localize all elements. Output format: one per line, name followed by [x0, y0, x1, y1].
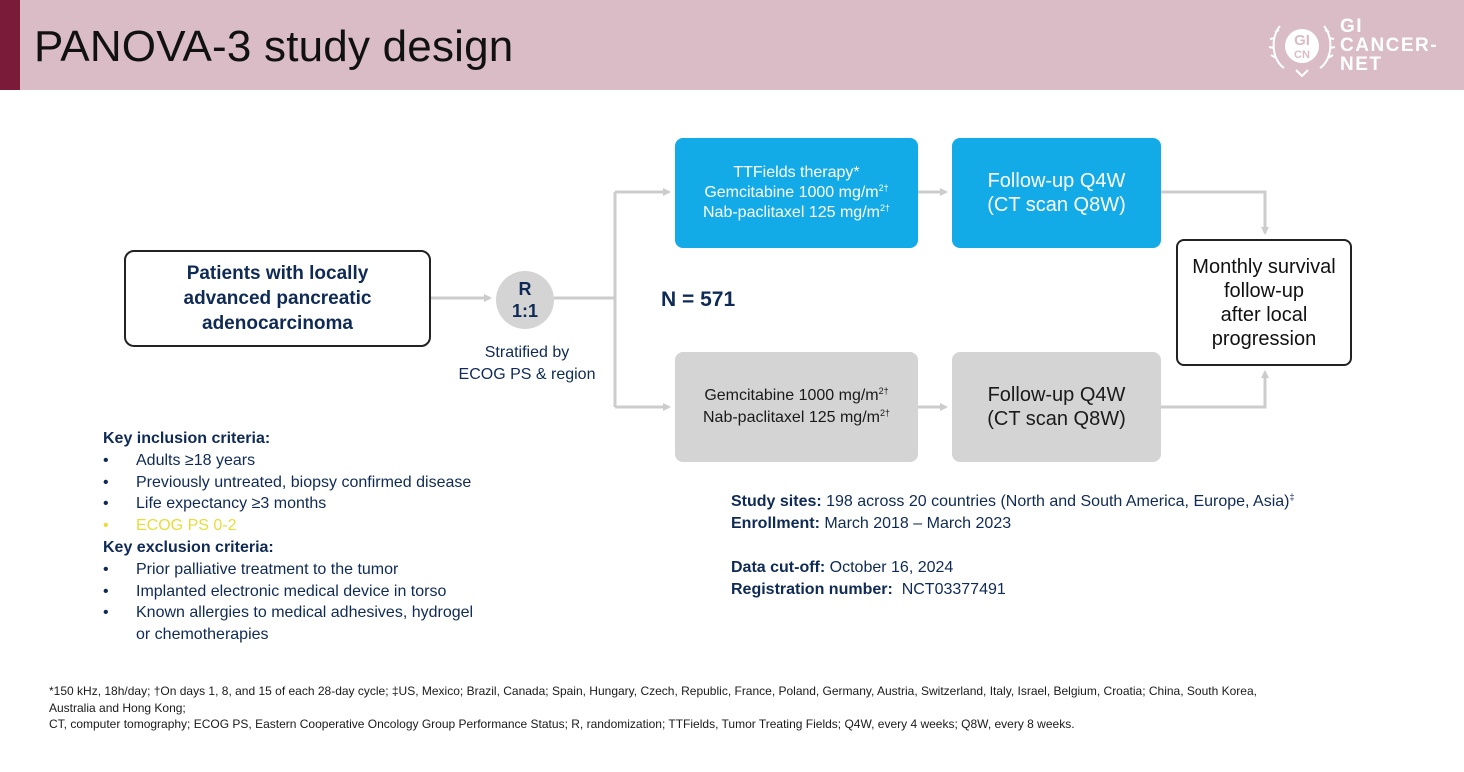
logo-line-3: NET: [1340, 54, 1383, 75]
arm1-gemcitabine-text: Gemcitabine 1000 mg/m: [704, 184, 879, 201]
inclusion-item: • Life expectancy ≥3 months: [103, 493, 543, 515]
footnote-line: Australia and Hong Kong;: [49, 700, 186, 715]
arm1-nab-paclitaxel-text: Nab-paclitaxel 125 mg/m: [703, 204, 880, 221]
exclusion-text: Known allergies to medical adhesives, hy…: [136, 604, 474, 622]
data-cutoff-value: October 16, 2024: [825, 559, 954, 576]
footnote-marker: 2†: [878, 183, 889, 193]
logo-emblem-disc: [1285, 29, 1319, 63]
study-sites-row: Study sites: 198 across 20 countries (No…: [731, 491, 1295, 513]
header-accent-strip: [0, 0, 20, 90]
stratification-line: ECOG PS & region: [458, 366, 596, 383]
logo-wordmark: GI CANCER- NET: [1340, 17, 1438, 74]
randomization-r: R: [518, 279, 532, 299]
survival-line: follow-up: [1223, 279, 1305, 302]
arm1-treatment-box: TTFields therapy* Gemcitabine 1000 mg/m2…: [675, 138, 918, 248]
survival-line: progression: [1211, 327, 1317, 350]
footnotes: *150 kHz, 18h/day; †On days 1, 8, and 15…: [49, 683, 1463, 733]
exclusion-item-continuation: or chemotherapies: [103, 624, 543, 646]
data-cutoff-label: Data cut-off:: [731, 559, 826, 576]
header-bar: PANOVA-3 study design: [0, 0, 1464, 90]
stratification-line: Stratified by: [484, 344, 570, 361]
arm2-treatment-line: Gemcitabine 1000 mg/m2†: [704, 385, 888, 407]
spacer: [731, 535, 1295, 557]
patients-box: Patients with locally advanced pancreati…: [124, 250, 431, 347]
logo-line-2: CANCER-: [1340, 35, 1439, 56]
registration-label: Registration number:: [731, 581, 893, 598]
arm2-gemcitabine-text: Gemcitabine 1000 mg/m: [704, 387, 879, 404]
sample-size-label: N = 571: [661, 288, 736, 311]
data-cutoff-row: Data cut-off: October 16, 2024: [731, 557, 1295, 579]
exclusion-item: • Known allergies to medical adhesives, h…: [103, 602, 543, 624]
bullet-icon: •: [103, 517, 109, 535]
bullet-icon: •: [103, 560, 109, 578]
footnote-marker: 2†: [879, 408, 890, 418]
exclusion-text: or chemotherapies: [136, 626, 269, 644]
survival-line: after local: [1220, 303, 1308, 326]
stratification-note: Stratified by ECOG PS & region: [436, 342, 618, 386]
arm2-treatment-box: Gemcitabine 1000 mg/m2† Nab-paclitaxel 1…: [675, 352, 918, 462]
study-info: Study sites: 198 across 20 countries (No…: [731, 491, 1295, 601]
inclusion-text: Previously untreated, biopsy confirmed d…: [136, 473, 472, 491]
inclusion-item: • Previously untreated, biopsy confirmed …: [103, 472, 543, 494]
patients-line: adenocarcinoma: [202, 313, 353, 334]
enrollment-row: Enrollment: March 2018 – March 2023: [731, 513, 1295, 535]
footnote-marker: 2†: [879, 203, 890, 213]
exclusion-heading: Key exclusion criteria:: [103, 538, 274, 556]
inclusion-text: ECOG PS 0-2: [136, 517, 237, 535]
patients-line: advanced pancreatic: [183, 288, 372, 309]
logo-emblem-bottom: CN: [1294, 49, 1310, 61]
registration-value: NCT03377491: [892, 581, 1006, 598]
exclusion-text: Prior palliative treatment to the tumor: [136, 560, 399, 578]
laurel-wreath-icon: [1268, 25, 1336, 69]
footnote-line: CT, computer tomography; ECOG PS, Easter…: [49, 717, 1075, 731]
followup-line: Follow-up Q4W: [987, 384, 1126, 406]
followup-line: (CT scan Q8W): [987, 408, 1126, 430]
arm2-treatment-line: Nab-paclitaxel 125 mg/m2†: [703, 407, 890, 429]
exclusion-item: • Prior palliative treatment to the tumor: [103, 559, 543, 581]
bullet-icon: •: [103, 473, 109, 491]
followup-line: Follow-up Q4W: [987, 170, 1126, 192]
inclusion-item-highlighted: • ECOG PS 0-2: [103, 515, 543, 537]
bullet-icon: •: [103, 604, 109, 622]
arm1-followup-box: Follow-up Q4W (CT scan Q8W): [952, 138, 1161, 248]
patients-line: Patients with locally: [186, 263, 369, 284]
footnote-marker: 2†: [878, 386, 889, 396]
arrow-followup1-to-survival: [1161, 190, 1269, 235]
enrollment-label: Enrollment:: [731, 515, 820, 532]
footnote-marker: ‡: [1289, 492, 1295, 502]
survival-line: Monthly survival: [1192, 255, 1336, 278]
logo-line-1: GI: [1340, 16, 1364, 37]
followup-line: (CT scan Q8W): [987, 194, 1126, 216]
gi-cancer-net-logo-icon: GI CN: [1268, 25, 1336, 78]
arm1-treatment-line: Gemcitabine 1000 mg/m2†: [704, 183, 888, 203]
survival-followup-box: Monthly survival follow-up after local p…: [1176, 239, 1352, 366]
arm1-treatment-line: TTFields therapy*: [733, 164, 860, 181]
enrollment-value: March 2018 – March 2023: [819, 515, 1012, 532]
registration-row: Registration number: NCT03377491: [731, 579, 1295, 601]
study-sites-value: 198 across 20 countries (North and South…: [821, 493, 1290, 510]
inclusion-text: Life expectancy ≥3 months: [136, 495, 327, 513]
randomization-node: R 1:1: [496, 271, 554, 329]
exclusion-item: • Implanted electronic medical device in …: [103, 581, 543, 603]
bullet-icon: •: [103, 495, 109, 513]
bullet-icon: •: [103, 451, 109, 469]
arm1-treatment-line: Nab-paclitaxel 125 mg/m2†: [703, 203, 890, 223]
bullet-icon: •: [103, 582, 109, 600]
arm2-followup-box: Follow-up Q4W (CT scan Q8W): [952, 352, 1161, 462]
eligibility-criteria: Key inclusion criteria: • Adults ≥18 year…: [103, 428, 543, 646]
study-sites-label: Study sites:: [731, 493, 822, 510]
logo-emblem-top: GI: [1294, 32, 1310, 49]
inclusion-heading: Key inclusion criteria:: [103, 430, 271, 447]
exclusion-text: Implanted electronic medical device in t…: [136, 582, 447, 600]
arm2-nab-paclitaxel-text: Nab-paclitaxel 125 mg/m: [703, 409, 880, 426]
randomization-ratio: 1:1: [511, 301, 538, 321]
inclusion-text: Adults ≥18 years: [136, 451, 256, 469]
arrow-followup2-to-survival: [1161, 370, 1269, 409]
footnote-line: *150 kHz, 18h/day; †On days 1, 8, and 15…: [49, 684, 1257, 698]
inclusion-item: • Adults ≥18 years: [103, 450, 543, 472]
logo-star-icon: [1295, 69, 1309, 78]
page-title: PANOVA-3 study design: [34, 22, 514, 71]
